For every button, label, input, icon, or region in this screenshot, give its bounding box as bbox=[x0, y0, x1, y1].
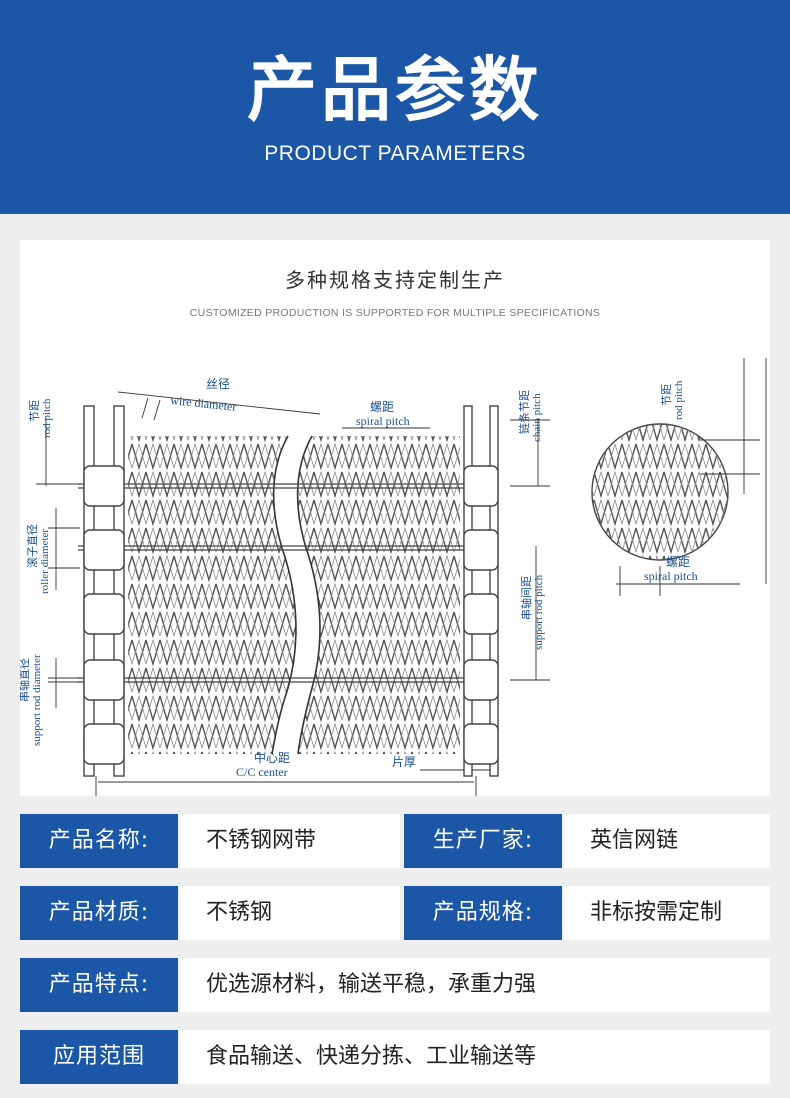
mesh-left-half bbox=[128, 435, 297, 755]
label-detail-spiral-en: spiral pitch bbox=[644, 569, 698, 583]
diagram-panel: 多种规格支持定制生产 CUSTOMIZED PRODUCTION IS SUPP… bbox=[20, 240, 770, 796]
diagram-subtitle: CUSTOMIZED PRODUCTION IS SUPPORTED FOR M… bbox=[189, 307, 601, 319]
param-label: 生产厂家: bbox=[404, 814, 562, 868]
dimension-lines bbox=[36, 391, 550, 796]
label-support-dia-en: support rod diameter bbox=[31, 654, 43, 746]
label-rod-en: rod pitch bbox=[41, 398, 53, 438]
label-support-dia-cn: 串轴直径 bbox=[20, 658, 31, 702]
label-support-pitch-en: support rod pitch bbox=[533, 574, 545, 650]
mesh-belt-diagram: 丝径 wire diameter 螺距 spiral pitch 节距 rod … bbox=[20, 358, 767, 796]
label-spiral-cn: 螺距 bbox=[370, 400, 394, 414]
param-value: 不锈钢网带 bbox=[180, 814, 400, 868]
param-label: 产品特点: bbox=[20, 958, 178, 1012]
page-title: 产品参数 bbox=[247, 49, 543, 131]
label-wire-en: wire diameter bbox=[170, 393, 237, 414]
param-row-3: 产品特点: 优选源材料，输送平稳，承重力强 bbox=[20, 958, 770, 1012]
diagram-title: 多种规格支持定制生产 bbox=[285, 268, 505, 292]
param-value: 优选源材料，输送平稳，承重力强 bbox=[180, 958, 770, 1012]
label-detail-rod-cn: 节距 bbox=[660, 384, 673, 406]
page-subtitle: PRODUCT PARAMETERS bbox=[264, 142, 526, 165]
label-support-pitch-cn: 串轴间距 bbox=[519, 576, 533, 620]
label-spiral-en: spiral pitch bbox=[356, 414, 410, 428]
param-value: 非标按需定制 bbox=[564, 886, 770, 940]
param-label: 产品材质: bbox=[20, 886, 178, 940]
param-label: 应用范围 bbox=[20, 1030, 178, 1084]
mesh-right-half bbox=[296, 435, 460, 755]
param-row-1: 产品名称: 不锈钢网带 生产厂家: 英信网链 bbox=[20, 814, 770, 868]
mesh-detail-circle bbox=[591, 358, 767, 596]
label-chain-en: chain pitch bbox=[531, 393, 543, 442]
param-label: 产品规格: bbox=[404, 886, 562, 940]
param-row-2: 产品材质: 不锈钢 产品规格: 非标按需定制 bbox=[20, 886, 770, 940]
label-rod-cn: 节距 bbox=[28, 400, 41, 422]
header-banner: 产品参数 PRODUCT PARAMETERS bbox=[0, 0, 790, 214]
label-wire-cn: 丝径 bbox=[206, 377, 230, 391]
label-detail-rod-en: rod pitch bbox=[673, 380, 685, 420]
label-detail-spiral-cn: 螺距 bbox=[666, 555, 690, 569]
param-value: 食品输送、快递分拣、工业输送等 bbox=[180, 1030, 770, 1084]
right-chain bbox=[463, 405, 499, 777]
param-value: 英信网链 bbox=[564, 814, 770, 868]
param-row-4: 应用范围 食品输送、快递分拣、工业输送等 bbox=[20, 1030, 770, 1084]
label-chain-cn: 链条节距 bbox=[517, 390, 531, 434]
label-roller-en: roller diameter bbox=[39, 529, 51, 594]
support-rods bbox=[78, 483, 490, 683]
label-thickness-cn: 片厚 bbox=[392, 755, 416, 769]
param-label: 产品名称: bbox=[20, 814, 178, 868]
left-chain bbox=[83, 405, 125, 777]
param-value: 不锈钢 bbox=[180, 886, 400, 940]
label-center-cn: 中心距 bbox=[254, 750, 290, 765]
label-center-en: C/C center bbox=[236, 765, 288, 779]
label-roller-cn: 滚子直径 bbox=[25, 524, 39, 568]
